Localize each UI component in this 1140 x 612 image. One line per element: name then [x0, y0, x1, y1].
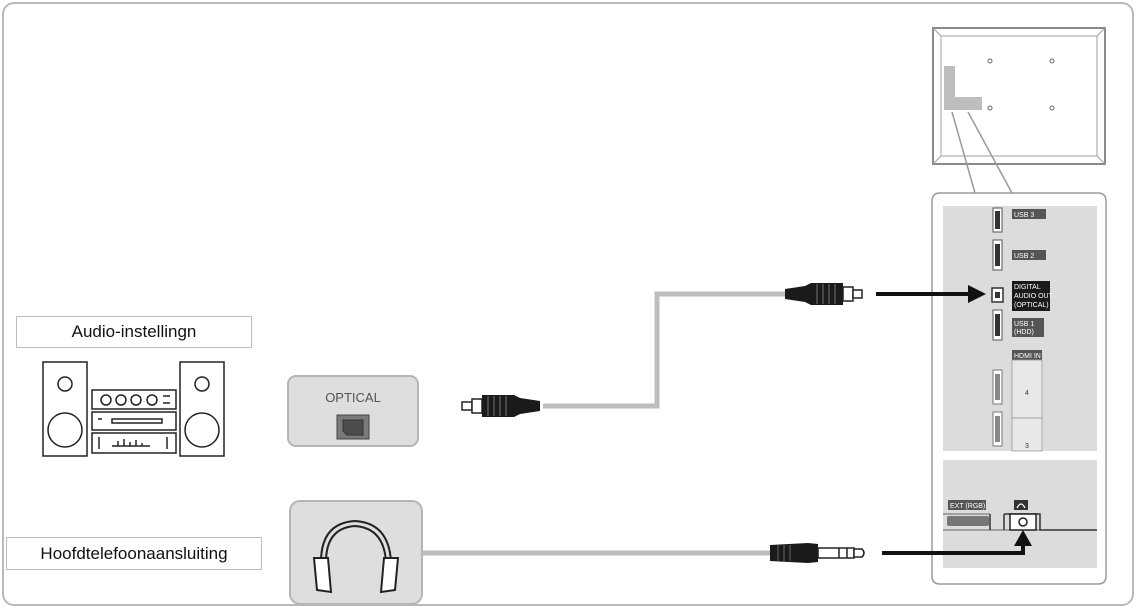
digital-audio-tag: [1012, 281, 1050, 311]
usb2-label: USB 2: [1014, 253, 1034, 260]
usb-ports: [992, 207, 1003, 341]
optical-arrow-head: [968, 285, 986, 303]
hdmi-in-tag: [1012, 350, 1042, 360]
hdmi-3-label: 3: [1025, 443, 1029, 450]
headphone-icon: [312, 519, 400, 594]
usb1-tag: [1012, 318, 1044, 337]
usb1-label-1: USB 1: [1014, 321, 1034, 328]
audio-system-icon: [42, 361, 225, 457]
usb3-tag: [1012, 209, 1046, 219]
headphone-jack-connector: [770, 543, 865, 563]
ext-rgb-tag: [948, 500, 986, 510]
digital-audio-label-3: (OPTICAL): [1014, 302, 1049, 309]
headphone-tag: [1014, 500, 1028, 510]
headphone-box: [289, 500, 423, 605]
audio-system-label: Audio-instellingn: [16, 316, 252, 348]
headphone-label: Hoofdtelefoonaansluiting: [6, 537, 262, 570]
tv-headphone-port: [1009, 513, 1037, 531]
ext-rgb-label: EXT (RGB): [950, 503, 985, 510]
usb1-label-2: (HDD): [1014, 329, 1034, 336]
optical-port-label: OPTICAL: [325, 390, 381, 405]
hdmi-ports: [992, 369, 1003, 447]
device-optical-port-box: [287, 375, 419, 447]
usb2-tag: [1012, 250, 1046, 260]
tv-back-icon: [932, 27, 1106, 165]
headphone-arrow-line: [882, 544, 1025, 555]
optical-connector-right: [785, 283, 863, 305]
ext-rgb-port: [947, 516, 989, 526]
digital-audio-label-1: DIGITAL: [1014, 284, 1041, 291]
hdmi-4-label: 4: [1025, 390, 1029, 397]
headphone-small-icon: [1016, 503, 1026, 509]
optical-connector-left: [461, 395, 540, 417]
headphone-arrow-head: [1014, 530, 1032, 546]
digital-audio-label-2: AUDIO OUT: [1014, 293, 1054, 300]
usb3-label: USB 3: [1014, 212, 1034, 219]
hdmi-in-label: HDMI IN: [1014, 353, 1041, 360]
optical-cable: [543, 291, 785, 409]
